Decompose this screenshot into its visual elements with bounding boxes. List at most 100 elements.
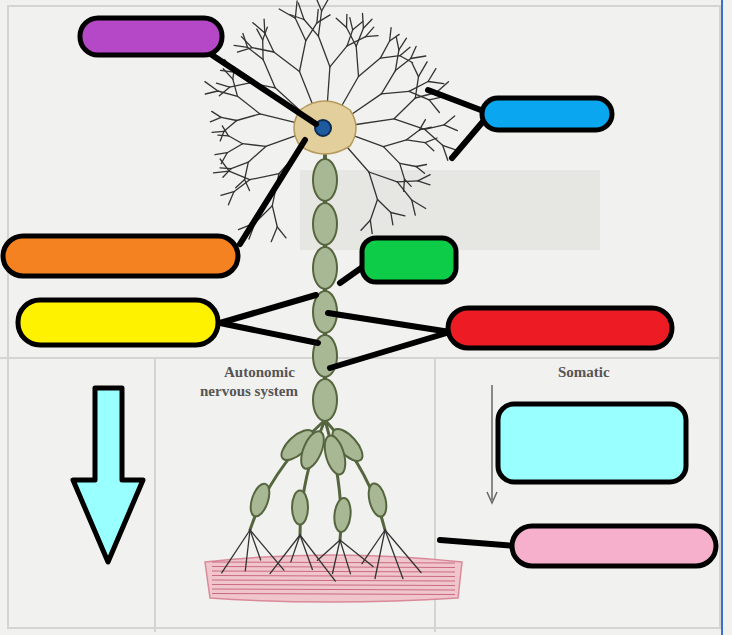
branch: [295, 18, 306, 40]
branch: [348, 94, 381, 117]
down-arrow: [73, 388, 143, 562]
branch: [304, 20, 318, 37]
branch: [444, 116, 455, 125]
margin-line: [721, 0, 723, 635]
branch: [391, 213, 405, 216]
branch: [418, 181, 430, 185]
branch: [272, 206, 277, 227]
myelin-segment: [292, 491, 308, 525]
branch: [399, 38, 407, 50]
branch: [250, 174, 279, 180]
branch: [241, 37, 252, 48]
branch: [263, 19, 265, 33]
branch: [347, 28, 357, 47]
branch: [224, 121, 237, 132]
branch: [397, 182, 411, 200]
branch: [266, 135, 299, 147]
branch: [407, 130, 420, 140]
branch: [212, 580, 455, 581]
branch: [265, 33, 274, 52]
branch: [340, 540, 373, 567]
branch: [390, 34, 400, 41]
branch: [212, 589, 455, 590]
branch: [245, 180, 250, 191]
branch: [366, 27, 374, 37]
leader-lines: [212, 55, 515, 546]
branch: [400, 47, 410, 55]
branch: [369, 172, 397, 182]
branch: [220, 167, 231, 169]
branch: [443, 145, 458, 150]
branch: [295, 1, 297, 19]
branch: [245, 162, 249, 179]
myelin-segment: [321, 433, 349, 476]
branch: [383, 147, 399, 164]
branch: [425, 125, 444, 130]
small-arrow-head: [487, 492, 497, 503]
branch: [221, 192, 234, 196]
branch: [212, 111, 221, 117]
branch: [397, 181, 418, 182]
branch: [250, 530, 261, 560]
blank-label-boxes: [3, 18, 716, 566]
branch: [400, 163, 405, 179]
branch: [263, 60, 275, 88]
branch: [346, 15, 348, 28]
myelin-segment: [247, 481, 273, 518]
branch: [356, 46, 358, 76]
branch: [390, 28, 392, 41]
branch: [230, 83, 250, 87]
branch: [428, 82, 444, 84]
branch: [407, 140, 426, 143]
branch: [260, 114, 298, 123]
branch: [411, 56, 426, 59]
background-text: Autonomic: [222, 364, 297, 381]
branch: [315, 0, 322, 11]
branch: [300, 41, 306, 72]
branch: [351, 135, 383, 147]
branch: [271, 227, 277, 242]
branch: [212, 576, 455, 577]
branch: [279, 9, 295, 18]
branch: [234, 180, 250, 192]
background-text: nervous system: [198, 383, 300, 400]
branch: [380, 41, 389, 58]
branch: [291, 535, 300, 562]
branch: [400, 163, 416, 166]
branch: [375, 530, 385, 579]
branch: [444, 125, 457, 131]
myelin-segment: [313, 159, 337, 201]
branch: [317, 15, 330, 23]
branch: [350, 18, 353, 30]
branch: [394, 98, 415, 119]
branch: [425, 138, 437, 143]
branch: [394, 119, 425, 130]
branch: [395, 59, 410, 71]
branch: [253, 23, 265, 33]
branch: [412, 63, 418, 76]
branch: [330, 46, 347, 67]
branch: [218, 91, 238, 96]
branch: [210, 117, 221, 121]
branch: [361, 220, 370, 230]
branch: [238, 96, 261, 114]
branch: [270, 535, 300, 574]
background-text: Somatic: [556, 364, 612, 381]
branch: [318, 11, 321, 36]
branch: [381, 91, 409, 94]
branch: [237, 48, 252, 53]
branch: [231, 162, 248, 168]
myelin-segment: [333, 497, 352, 532]
branch: [222, 126, 228, 136]
branch: [227, 144, 242, 153]
myelin-segment: [297, 428, 329, 472]
branch: [233, 79, 238, 96]
branch: [221, 153, 227, 164]
branch: [333, 540, 341, 574]
branch: [234, 45, 247, 47]
branch: [216, 83, 229, 87]
branch: [218, 134, 229, 136]
branch: [370, 220, 372, 233]
